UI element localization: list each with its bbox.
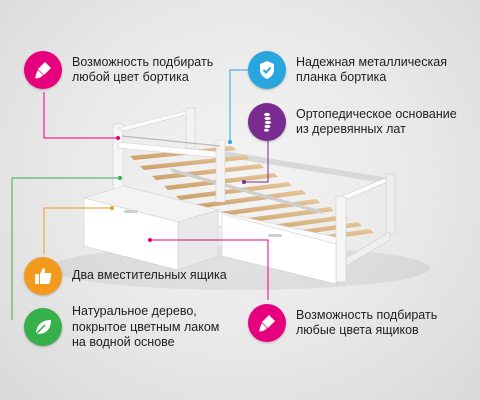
feature-natural-wood: Натуральное дерево, покрытое цветным лак…	[24, 304, 219, 351]
shield-check-icon	[248, 51, 286, 89]
drawer-left-handle	[124, 210, 138, 213]
feature-drawer-color: Возможность подбирать любые цвета ящиков	[248, 304, 437, 342]
paint-brush-icon	[24, 51, 62, 89]
feature-orthopedic: Ортопедическое основание из деревянных л…	[248, 103, 457, 141]
side-guard-rail	[117, 135, 226, 203]
far-rail	[218, 150, 390, 184]
drawer-right-handle	[268, 234, 282, 237]
feature-text: Возможность подбирать любой цвет бортика	[72, 54, 214, 85]
feature-text: Натуральное дерево, покрытое цветным лак…	[72, 304, 220, 349]
feature-text: Надежная металлическая планка бортика	[296, 54, 447, 85]
footboard	[335, 173, 397, 283]
feature-drawers: Два вместительных ящика	[24, 257, 227, 295]
feature-text: Возможность подбирать любые цвета ящиков	[296, 307, 438, 338]
spine-icon	[248, 103, 286, 141]
drawer-right	[221, 213, 337, 285]
paint-brush-icon	[248, 304, 286, 342]
feature-text: Ортопедическое основание из деревянных л…	[296, 106, 457, 137]
thumbs-up-icon	[24, 257, 62, 295]
feature-text: Два вместительных ящика	[72, 268, 227, 283]
feature-color-rail: Возможность подбирать любой цвет бортика	[24, 51, 213, 89]
leaf-icon	[24, 308, 62, 347]
metal-bar-line	[121, 135, 221, 147]
center-support	[170, 168, 322, 214]
feature-metal-bar: Надежная металлическая планка бортика	[248, 51, 447, 89]
